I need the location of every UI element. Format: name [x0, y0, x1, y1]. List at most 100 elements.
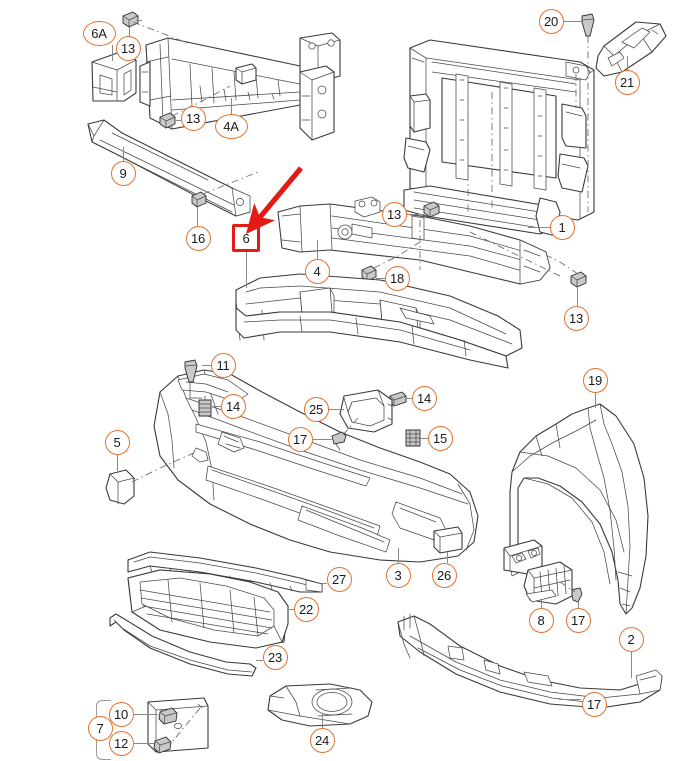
- leader-6a: [112, 45, 114, 61]
- part-19-front-fender: [503, 403, 649, 615]
- leader-4a: [231, 98, 233, 114]
- part-6a-absorber-block: [91, 51, 137, 102]
- leader-21: [627, 56, 629, 70]
- callout-5[interactable]: 5: [104, 429, 130, 455]
- leader-4: [317, 240, 319, 259]
- leader-8: [541, 600, 543, 608]
- callout-24[interactable]: 24: [309, 727, 335, 753]
- fastener-16: [191, 171, 259, 208]
- part-1-radiator-core-support: [403, 39, 595, 237]
- leader-10: [134, 714, 158, 716]
- part-6-bumper-absorber: [235, 273, 523, 369]
- part-22-lower-grille: [127, 569, 289, 649]
- callout-13-center[interactable]: 13: [381, 201, 407, 227]
- callout-25[interactable]: 25: [303, 396, 329, 422]
- callout-22[interactable]: 22: [293, 596, 319, 622]
- leader-18b: [376, 278, 385, 280]
- leader-14a: [211, 406, 221, 408]
- leader-13b: [175, 120, 182, 122]
- leader-13a: [136, 20, 142, 22]
- callout-4a[interactable]: 4A: [214, 113, 248, 139]
- callout-14-right[interactable]: 14: [411, 385, 437, 411]
- callout-17-fender[interactable]: 17: [565, 607, 591, 633]
- leader-15: [420, 438, 428, 440]
- leader-1: [528, 227, 550, 229]
- fastener-13-right: [547, 255, 587, 288]
- callout-26[interactable]: 26: [431, 562, 457, 588]
- leader-24: [322, 714, 324, 728]
- leader-9: [123, 147, 125, 161]
- callout-17-bumper[interactable]: 17: [287, 426, 313, 452]
- callout-11[interactable]: 11: [210, 352, 236, 378]
- part-3-bumper-cover: [153, 369, 479, 563]
- callout-4[interactable]: 4: [304, 258, 330, 284]
- callout-12[interactable]: 12: [108, 730, 134, 756]
- callout-15[interactable]: 15: [427, 425, 453, 451]
- callout-19[interactable]: 19: [582, 367, 608, 393]
- fastener-12: [153, 736, 172, 754]
- fastener-10: [158, 707, 178, 725]
- leader-11: [202, 365, 211, 367]
- callout-16[interactable]: 16: [185, 225, 211, 251]
- part-23-molding-strip: [109, 613, 257, 677]
- leader-25: [329, 409, 344, 411]
- leader-20: [564, 21, 582, 23]
- callout-10[interactable]: 10: [108, 701, 134, 727]
- leader-12: [134, 743, 154, 745]
- callout-13-lower-left[interactable]: 13: [180, 105, 206, 131]
- fastener-20: [581, 13, 595, 212]
- fastener-17-bumper: [331, 431, 347, 451]
- leader-19: [595, 393, 597, 408]
- leader-14b: [406, 398, 412, 400]
- part-25-foglamp-bezel: [339, 389, 393, 437]
- fastener-14-left: [198, 395, 212, 417]
- fastener-13-center: [423, 201, 440, 218]
- part-24-foglamp-cover: [267, 683, 373, 727]
- leader-6: [246, 252, 248, 288]
- part-27-upper-trim: [127, 551, 323, 593]
- leader-16: [197, 207, 199, 226]
- fastener-15-clip: [405, 429, 421, 447]
- callout-6-highlighted[interactable]: 6: [232, 224, 260, 252]
- part-26-bracket: [433, 526, 463, 554]
- part-4-reinforcement-beam: [277, 196, 561, 285]
- fastener-13-lower-left: [159, 85, 231, 129]
- leader-2: [631, 652, 633, 678]
- callout-7[interactable]: 7: [87, 715, 113, 741]
- callout-27[interactable]: 27: [326, 566, 352, 592]
- part-2-lower-valance: [397, 613, 663, 709]
- leader-13a2: [129, 27, 131, 36]
- callout-9[interactable]: 9: [110, 160, 136, 186]
- leader-17a: [313, 439, 332, 441]
- callout-18[interactable]: 18: [384, 265, 410, 291]
- callout-23[interactable]: 23: [262, 644, 288, 670]
- leader-26: [447, 552, 449, 563]
- leader-13d: [577, 287, 579, 306]
- part-8-air-duct: [523, 561, 576, 605]
- callout-6a[interactable]: 6A: [82, 20, 116, 46]
- callout-17-valance[interactable]: 17: [581, 691, 607, 717]
- fastener-13-upper-left: [122, 11, 191, 45]
- callout-13-right[interactable]: 13: [563, 305, 589, 331]
- callout-14-left[interactable]: 14: [220, 393, 246, 419]
- leader-17b: [578, 601, 580, 608]
- callout-1[interactable]: 1: [549, 214, 575, 240]
- leader-3: [398, 548, 400, 563]
- fastener-17-fender: [570, 587, 583, 603]
- callout-21[interactable]: 21: [614, 69, 640, 95]
- leader-13c: [406, 214, 424, 216]
- callout-8[interactable]: 8: [528, 607, 554, 633]
- part-5-tow-hook-cap: [105, 451, 197, 505]
- leader-22: [288, 609, 294, 611]
- leader-5: [117, 455, 119, 471]
- callout-2[interactable]: 2: [618, 626, 644, 652]
- leader-23: [256, 660, 263, 662]
- callout-20[interactable]: 20: [538, 8, 564, 34]
- callout-13-upper-left[interactable]: 13: [115, 35, 141, 61]
- callout-3[interactable]: 3: [385, 562, 411, 588]
- leader-27: [322, 583, 327, 585]
- leader-17c: [559, 699, 581, 701]
- part-21-upper-crossbar: [595, 21, 667, 77]
